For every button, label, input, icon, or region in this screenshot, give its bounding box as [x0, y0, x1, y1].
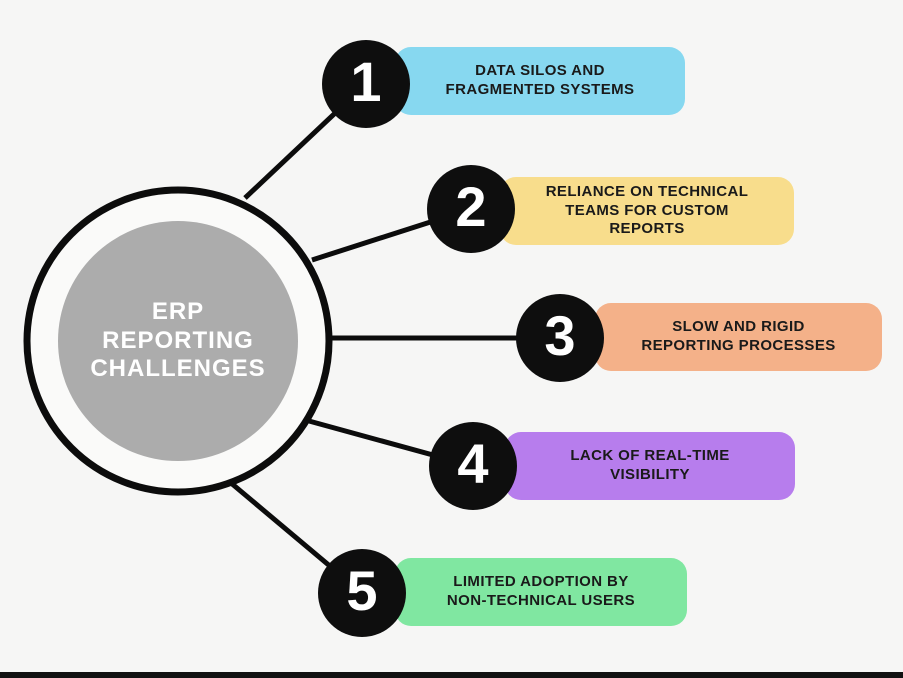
node-circle-2: 2 [427, 165, 515, 253]
node-circle-5: 5 [318, 549, 406, 637]
node-number-3: 3 [544, 304, 576, 367]
challenge-bar-4: LACK OF REAL-TIME VISIBILITY [505, 432, 795, 500]
node-circle-1: 1 [322, 40, 410, 128]
challenge-label-3: SLOW AND RIGID REPORTING PROCESSES [641, 318, 836, 354]
challenge-label-4: LACK OF REAL-TIME VISIBILITY [570, 447, 730, 483]
challenge-bar-2: RELIANCE ON TECHNICAL TEAMS FOR CUSTOM R… [500, 177, 794, 245]
challenge-bar-3: SLOW AND RIGID REPORTING PROCESSES [595, 303, 882, 371]
node-circle-4: 4 [429, 422, 517, 510]
node-number-5: 5 [346, 559, 378, 622]
challenge-bar-1: DATA SILOS AND FRAGMENTED SYSTEMS [395, 47, 685, 115]
bottom-border-bar [0, 672, 903, 678]
challenge-label-2: RELIANCE ON TECHNICAL TEAMS FOR CUSTOM R… [545, 182, 749, 238]
challenge-label-1: DATA SILOS AND FRAGMENTED SYSTEMS [445, 62, 635, 98]
challenge-bar-5: LIMITED ADOPTION BY NON-TECHNICAL USERS [395, 558, 687, 626]
node-number-1: 1 [350, 50, 382, 113]
center-title: ERP REPORTING CHALLENGES [90, 297, 266, 383]
node-number-4: 4 [457, 432, 489, 495]
challenge-label-5: LIMITED ADOPTION BY NON-TECHNICAL USERS [446, 573, 636, 609]
node-number-2: 2 [455, 175, 487, 238]
node-circle-3: 3 [516, 294, 604, 382]
